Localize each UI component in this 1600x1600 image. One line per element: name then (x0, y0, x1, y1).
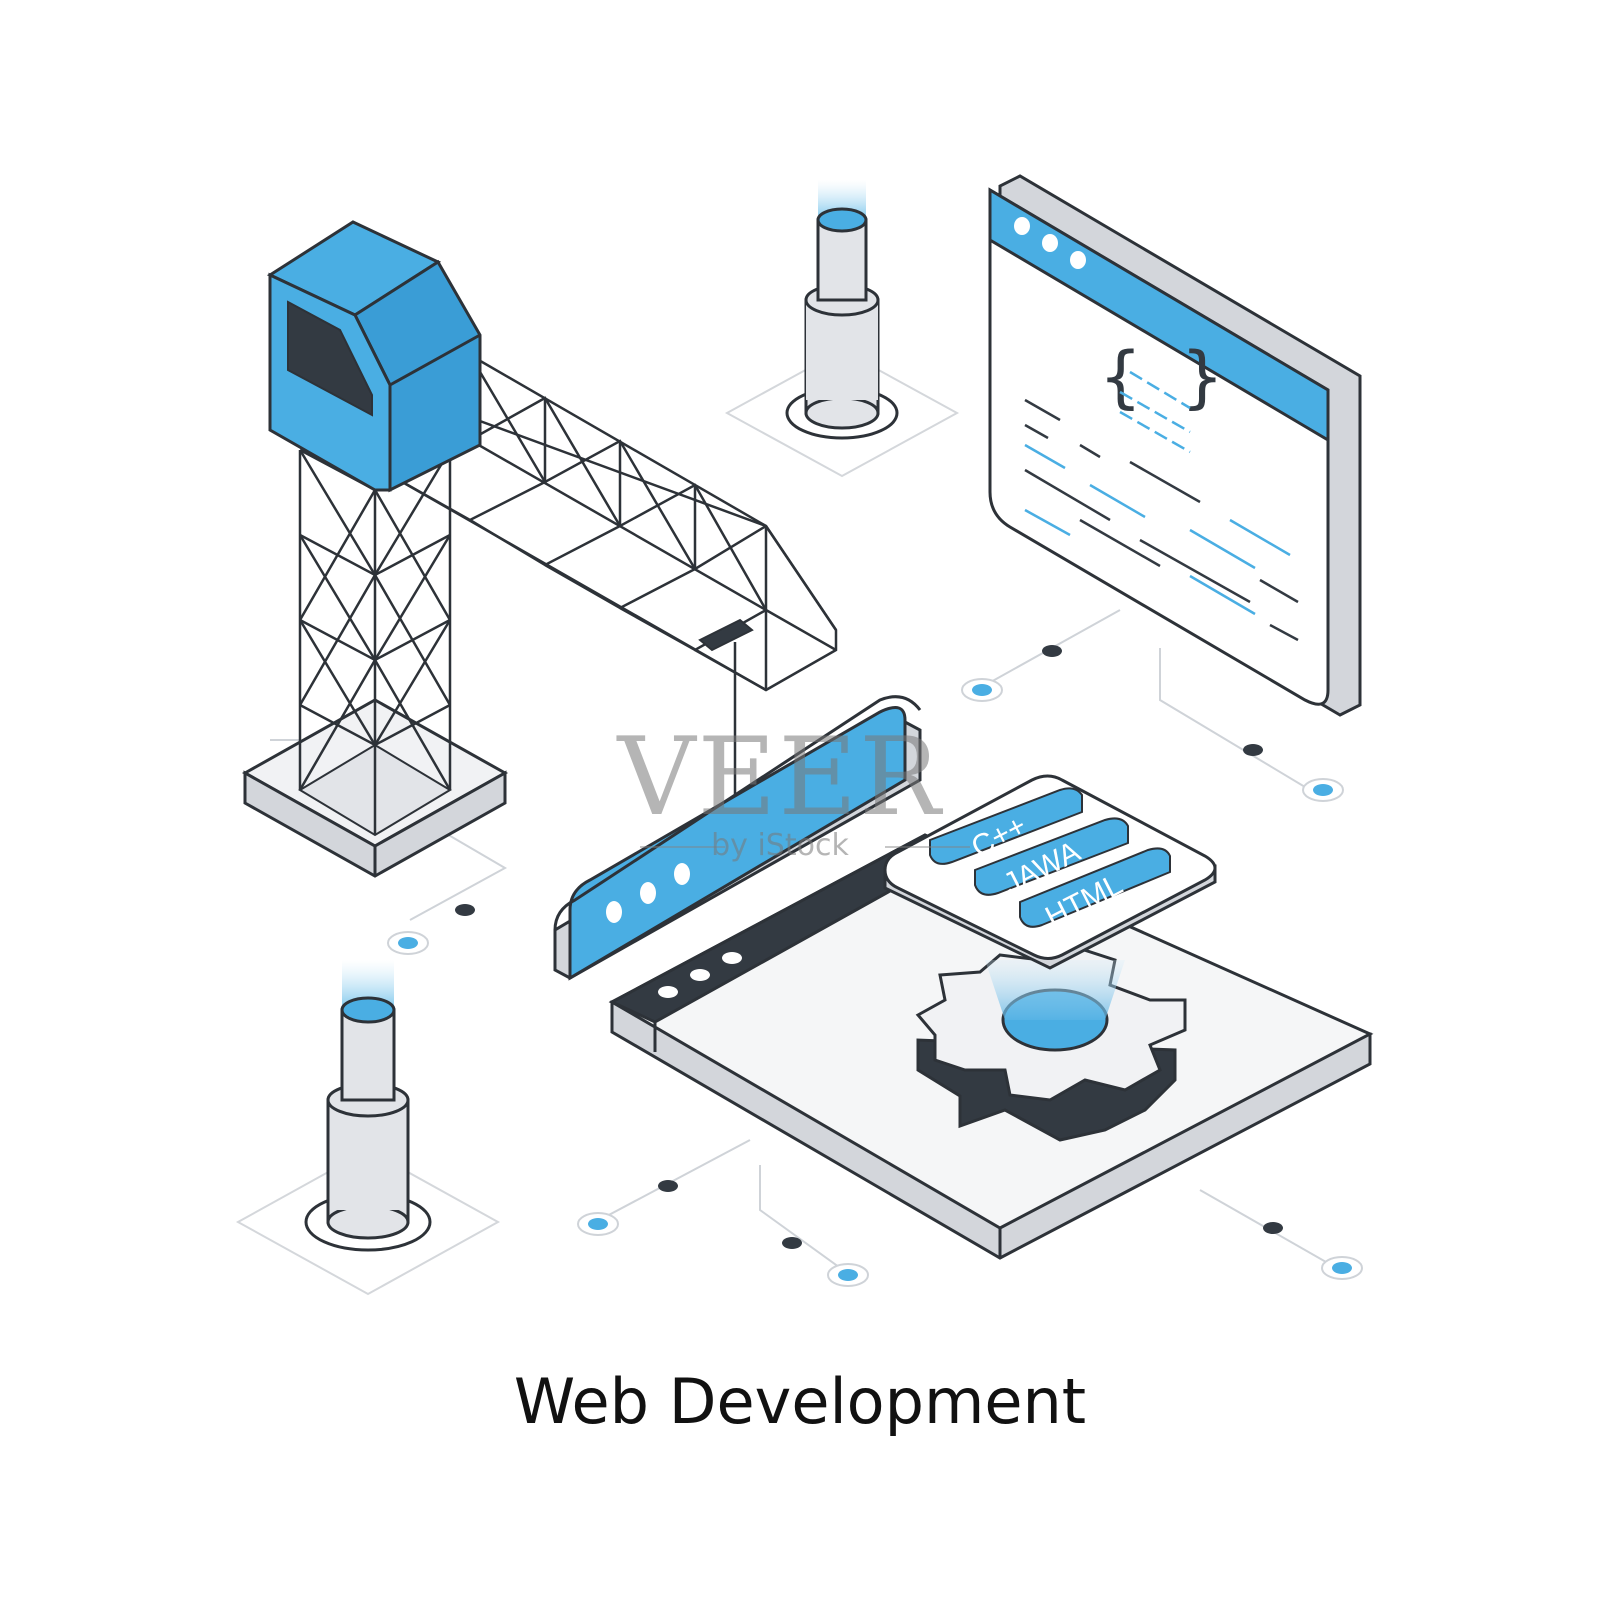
watermark-rule (885, 846, 970, 848)
page-title: Web Development (513, 1365, 1087, 1438)
code-braces-text: { } (1100, 338, 1223, 417)
watermark-rule (640, 846, 725, 848)
watermark-sub: by iStock (711, 828, 849, 863)
code-window-icon: { } (988, 174, 1362, 717)
browser-window-icon (553, 695, 922, 981)
pillar-icon (235, 960, 501, 1296)
connector-dot-icon (387, 645, 1363, 1287)
crane-icon (241, 220, 838, 880)
watermark-brand: VEER (617, 715, 943, 840)
gear-icon (915, 946, 1187, 1142)
pillar-icon (724, 180, 960, 478)
language-card: C++ JAWA HTML (883, 774, 1217, 970)
